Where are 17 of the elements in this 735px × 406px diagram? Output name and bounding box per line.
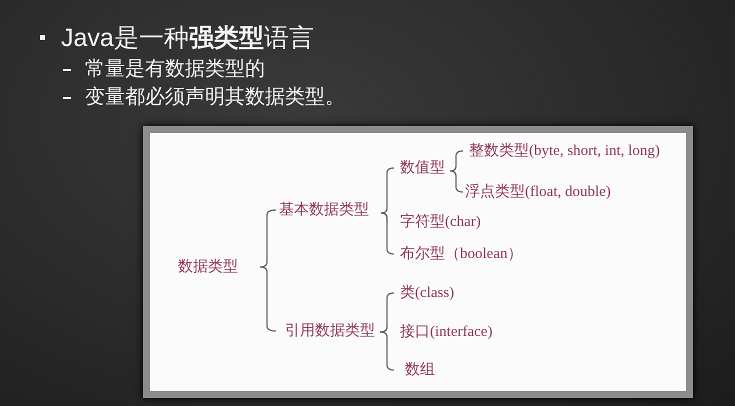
type-label: 基本数据类型	[279, 201, 369, 219]
type-label: 数组	[405, 361, 435, 379]
type-label: 浮点类型(float, double)	[465, 183, 611, 201]
sub-bullet-text: 变量都必须声明其数据类型。	[85, 85, 345, 109]
type-label: 布尔型（boolean）	[400, 245, 522, 263]
type-label: 接口(interface)	[400, 323, 492, 341]
type-label: 类(class)	[400, 284, 454, 302]
curly-brace-connector	[450, 150, 464, 172]
bullet-point-text: Java是一种强类型语言	[61, 23, 314, 53]
curly-brace-connector	[450, 170, 464, 193]
type-label: 字符型(char)	[400, 213, 481, 231]
sub-bullet-text: 常量是有数据类型的	[85, 57, 265, 81]
type-label: 引用数据类型	[285, 322, 375, 340]
type-label: 整数类型(byte, short, int, long)	[469, 142, 660, 160]
type-label: 数值型	[400, 159, 445, 177]
curly-brace-connector	[380, 326, 388, 333]
type-label: 数据类型	[178, 258, 238, 276]
